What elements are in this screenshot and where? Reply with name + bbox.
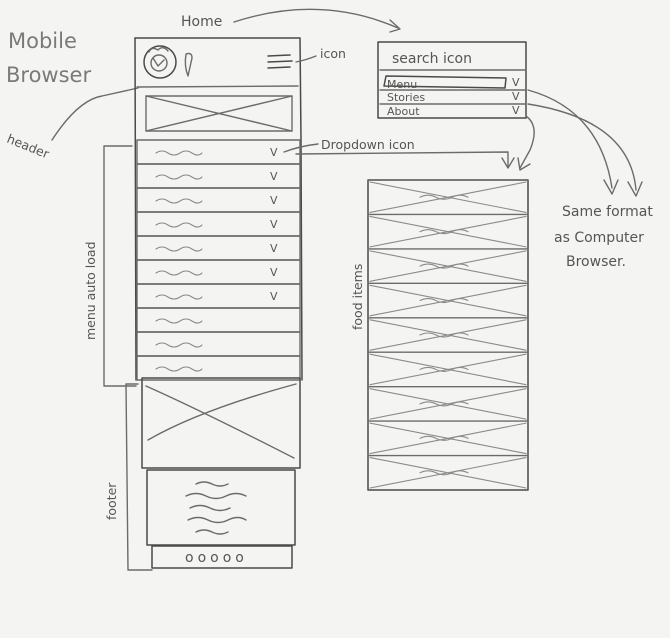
cart-icon bbox=[184, 52, 193, 77]
title-browser: Browser bbox=[6, 63, 91, 87]
footer-bracket bbox=[125, 383, 153, 571]
hero-image-placeholder bbox=[145, 95, 293, 132]
food-item-placeholder bbox=[367, 351, 529, 386]
dropdown-check-3: V bbox=[512, 104, 520, 117]
home-label: Home bbox=[181, 14, 222, 30]
arrow-about-to-food bbox=[519, 115, 535, 169]
same-format-line2: as Computer bbox=[554, 230, 644, 246]
same-format-line3: Browser. bbox=[566, 254, 626, 270]
dropdown-check-icon[interactable]: V bbox=[270, 170, 278, 183]
header-leader-line bbox=[51, 87, 139, 141]
food-item-placeholder bbox=[367, 317, 529, 351]
menu-bracket bbox=[103, 145, 137, 387]
food-item-placeholder bbox=[367, 385, 529, 420]
menu-row[interactable]: V bbox=[136, 283, 301, 309]
arrow-menu-to-note bbox=[527, 89, 613, 189]
menu-row[interactable]: V bbox=[136, 187, 301, 213]
dropdown-check-icon[interactable]: V bbox=[270, 242, 278, 255]
phone-frame-top bbox=[134, 37, 303, 381]
dropdown-check-icon[interactable]: V bbox=[270, 146, 278, 159]
dropdown-check-1: V bbox=[512, 76, 520, 89]
dropdown-item-menu[interactable]: Menu bbox=[387, 78, 417, 91]
arrow-stories-to-note bbox=[527, 103, 637, 191]
dropdown-icon-label: Dropdown icon bbox=[321, 137, 415, 152]
food-item-placeholder bbox=[367, 179, 529, 213]
dropdown-search-label: search icon bbox=[392, 51, 472, 67]
menu-row[interactable] bbox=[136, 331, 301, 357]
dropdown-panel: search icon Menu Stories About V V V bbox=[377, 41, 527, 119]
menu-row[interactable]: V bbox=[136, 211, 301, 237]
logo-icon bbox=[143, 45, 177, 79]
arrow-to-dropdown bbox=[233, 8, 399, 29]
hamburger-menu-icon[interactable] bbox=[267, 54, 293, 69]
menu-row[interactable]: V bbox=[136, 259, 301, 285]
dropdown-check-icon[interactable]: V bbox=[270, 194, 278, 207]
menu-row[interactable]: V bbox=[136, 163, 301, 189]
menu-row[interactable] bbox=[136, 307, 301, 333]
title-mobile: Mobile bbox=[8, 29, 77, 53]
dropdown-check-2: V bbox=[512, 90, 520, 103]
dropdown-check-icon[interactable]: V bbox=[270, 290, 278, 303]
dropdown-check-icon[interactable]: V bbox=[270, 266, 278, 279]
food-items-list bbox=[367, 179, 529, 489]
menu-auto-load-label: menu auto load bbox=[83, 241, 98, 340]
menu-row[interactable]: V bbox=[136, 139, 301, 165]
header-label: header bbox=[5, 131, 52, 162]
food-items-label: food items bbox=[350, 264, 365, 330]
dropdown-item-about[interactable]: About bbox=[387, 105, 420, 118]
food-item-placeholder bbox=[367, 420, 529, 455]
same-format-line1: Same format bbox=[562, 204, 653, 220]
icon-label: icon bbox=[320, 46, 346, 61]
menu-row[interactable]: V bbox=[136, 235, 301, 261]
footer-label: footer bbox=[104, 482, 119, 520]
food-item-placeholder bbox=[367, 282, 529, 317]
food-item-placeholder bbox=[367, 213, 529, 248]
food-item-placeholder bbox=[367, 248, 529, 282]
food-item-placeholder bbox=[367, 454, 529, 489]
page-indicator-dots: ooooo bbox=[185, 550, 248, 566]
dropdown-item-stories[interactable]: Stories bbox=[387, 91, 425, 104]
arrow-dropdown-to-food bbox=[295, 151, 509, 167]
promo-image-placeholder bbox=[141, 377, 301, 469]
dropdown-check-icon[interactable]: V bbox=[270, 218, 278, 231]
menu-row[interactable] bbox=[136, 355, 301, 381]
footer-block bbox=[146, 469, 296, 546]
pager-bar bbox=[151, 545, 293, 569]
